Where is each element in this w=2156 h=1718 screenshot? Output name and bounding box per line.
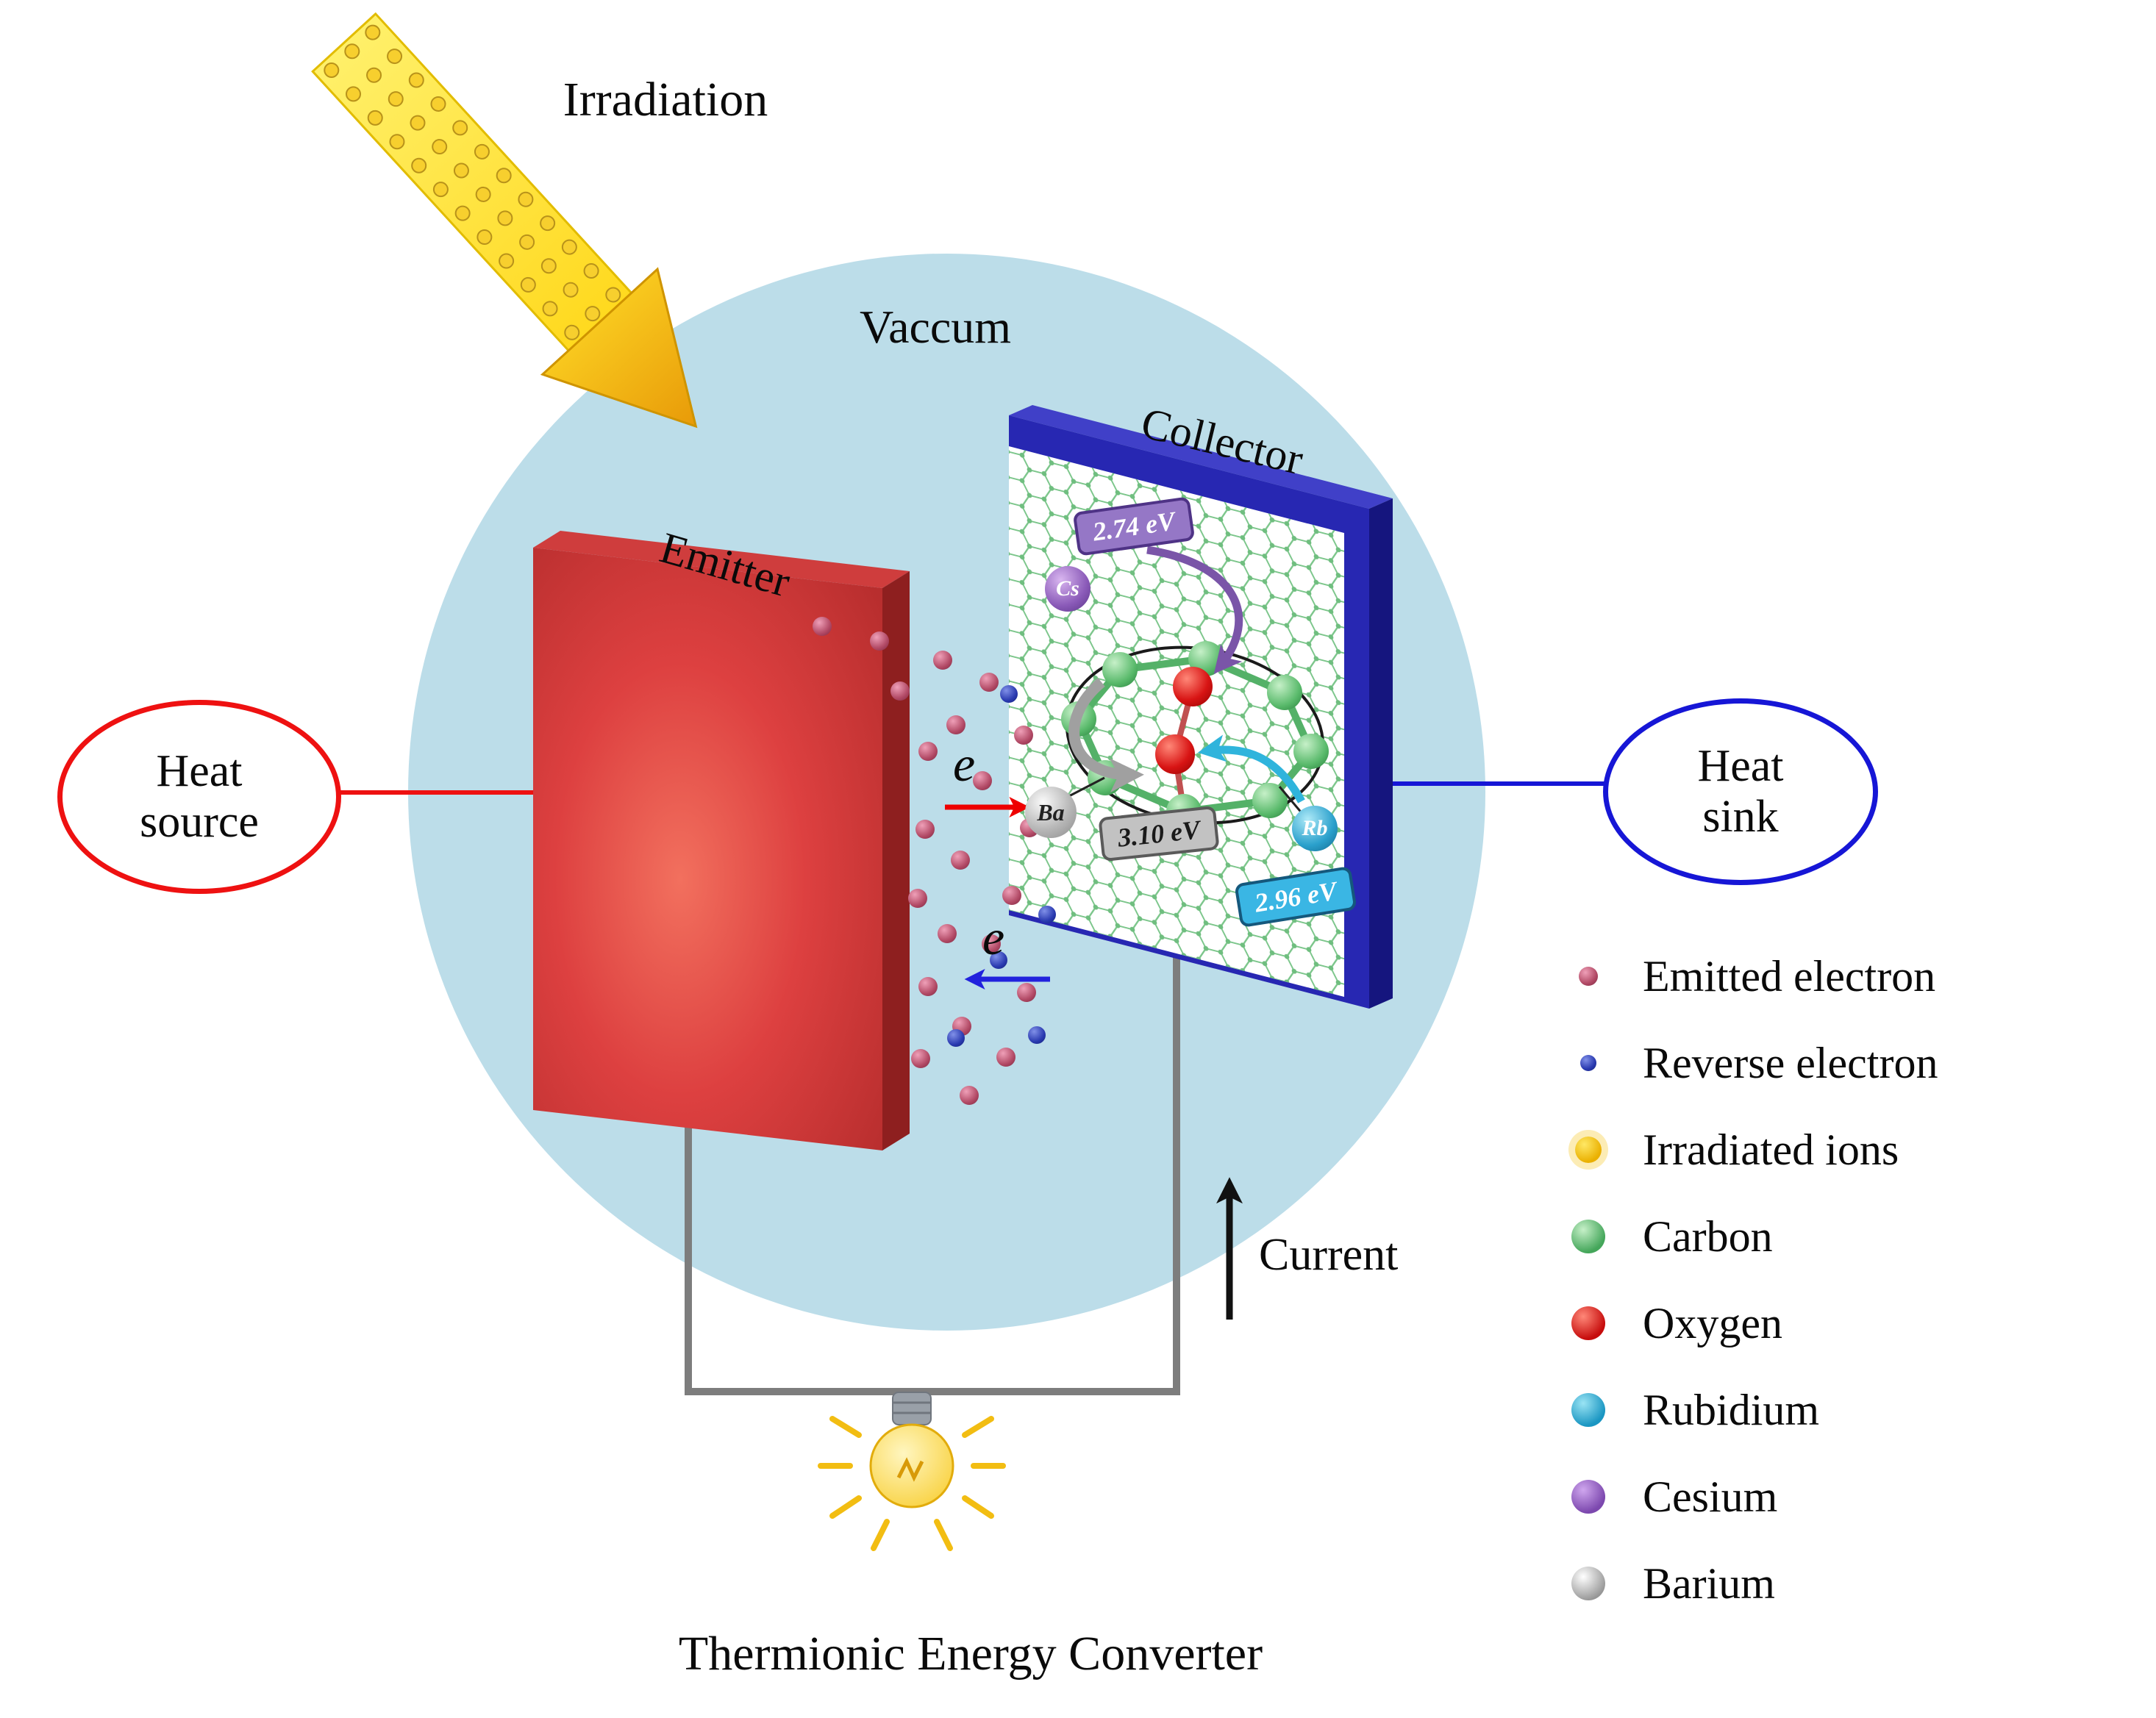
cesium-adsorption-arrow bbox=[1146, 545, 1243, 674]
carbon-atom bbox=[1293, 734, 1329, 769]
oxygen-icon bbox=[1571, 1306, 1605, 1340]
current-label: Current bbox=[1259, 1230, 1399, 1280]
irradiated-ion-dot bbox=[542, 301, 558, 317]
irradiated-ion-dot bbox=[564, 324, 580, 340]
legend-label: Barium bbox=[1643, 1558, 1775, 1608]
legend: Emitted electron Reverse electron Irradi… bbox=[1553, 952, 1938, 1646]
legend-item: Barium bbox=[1553, 1559, 1938, 1608]
legend-label: Rubidium bbox=[1643, 1385, 1820, 1434]
legend-label: Carbon bbox=[1643, 1211, 1773, 1261]
legend-item: Cesium bbox=[1553, 1472, 1938, 1521]
emitter-plate bbox=[533, 531, 910, 1150]
carbon-atom bbox=[1252, 783, 1288, 818]
heat-sink-line1: Heat bbox=[1697, 740, 1784, 791]
irradiated-ion-dot bbox=[563, 282, 579, 298]
barium-atom: Ba bbox=[1025, 787, 1077, 838]
light-bulb-icon bbox=[818, 1392, 1006, 1551]
barium-adsorption-arrow bbox=[1068, 678, 1144, 792]
irradiated-ion-dot bbox=[561, 239, 577, 255]
carbon-atom bbox=[1267, 675, 1302, 710]
irradiated-ion-dot bbox=[346, 86, 362, 102]
heat-source-line1: Heat bbox=[156, 745, 243, 796]
reverse-electron-symbol: e bbox=[982, 909, 1005, 965]
emitted-electron-icon bbox=[1579, 967, 1598, 986]
irradiated-ion-dot bbox=[605, 287, 621, 303]
oxygen-atom bbox=[1155, 734, 1195, 774]
oxygen-atom bbox=[1173, 667, 1213, 706]
legend-label: Irradiated ions bbox=[1643, 1125, 1899, 1174]
irradiated-ion-dot bbox=[452, 120, 468, 136]
irradiated-ion-dot bbox=[499, 253, 515, 269]
carbon-icon bbox=[1571, 1220, 1605, 1253]
irradiation-arrow bbox=[311, 12, 698, 429]
irradiated-ion-dot bbox=[476, 229, 493, 246]
legend-item: Reverse electron bbox=[1553, 1039, 1938, 1087]
legend-item: Oxygen bbox=[1553, 1299, 1938, 1347]
irradiated-ion-dot bbox=[430, 96, 446, 112]
irradiated-ion-dot bbox=[389, 134, 405, 150]
rubidium-atom: Rb bbox=[1292, 806, 1338, 851]
cesium-atom: Cs bbox=[1045, 566, 1091, 612]
legend-label: Cesium bbox=[1643, 1472, 1778, 1521]
irradiated-ion-icon bbox=[1575, 1137, 1602, 1163]
irradiated-ion-dot bbox=[518, 191, 534, 207]
irradiated-ion-dot bbox=[540, 215, 556, 232]
rubidium-adsorption-arrow bbox=[1197, 734, 1305, 803]
irradiated-ion-dot bbox=[497, 210, 513, 226]
irradiated-ion-dot bbox=[520, 276, 536, 293]
irradiated-ion-dot bbox=[387, 49, 403, 65]
heat-sink-ellipse: Heat sink bbox=[1603, 698, 1878, 885]
irradiated-ion-dot bbox=[344, 43, 360, 60]
collector-plate bbox=[1009, 405, 1393, 1009]
heat-source-ellipse: Heat source bbox=[57, 700, 341, 894]
irradiated-ion-dot bbox=[585, 306, 601, 322]
legend-label: Oxygen bbox=[1643, 1298, 1782, 1347]
emitted-electron-symbol: e bbox=[953, 736, 976, 792]
irradiated-ion-dot bbox=[496, 168, 512, 184]
heat-sink-line2: sink bbox=[1702, 792, 1779, 842]
legend-item: Irradiated ions bbox=[1553, 1125, 1938, 1174]
irradiation-label: Irradiation bbox=[563, 73, 768, 126]
carbon-atom bbox=[1102, 652, 1138, 687]
legend-item: Carbon bbox=[1553, 1212, 1938, 1261]
legend-label: Emitted electron bbox=[1643, 951, 1936, 1001]
rubidium-icon bbox=[1571, 1393, 1605, 1427]
irradiated-ion-dot bbox=[432, 139, 448, 155]
irradiated-ion-dot bbox=[324, 62, 340, 78]
legend-item: Rubidium bbox=[1553, 1386, 1938, 1434]
irradiated-ion-dot bbox=[367, 110, 383, 126]
irradiated-ion-dot bbox=[365, 24, 381, 40]
irradiated-ion-dot bbox=[411, 157, 427, 173]
irradiated-ion-dot bbox=[474, 143, 490, 160]
barium-icon bbox=[1571, 1567, 1605, 1600]
diagram-title: Thermionic Energy Converter bbox=[678, 1627, 1263, 1681]
heat-source-line2: source bbox=[140, 797, 259, 847]
irradiated-ion-dot bbox=[583, 263, 599, 279]
irradiated-ion-dot bbox=[410, 115, 426, 131]
circuit-wire bbox=[685, 956, 1180, 1395]
irradiated-ion-dot bbox=[475, 186, 491, 202]
legend-item: Emitted electron bbox=[1553, 952, 1938, 1001]
reverse-electron-icon bbox=[1580, 1055, 1596, 1071]
irradiated-ion-dot bbox=[388, 91, 404, 107]
irradiated-ion-dot bbox=[453, 162, 469, 179]
cesium-icon bbox=[1571, 1480, 1605, 1514]
irradiated-ion-dot bbox=[540, 258, 557, 274]
irradiated-ion-dot bbox=[408, 72, 424, 88]
irradiated-ion-dot bbox=[519, 234, 535, 250]
irradiated-ion-dot bbox=[454, 205, 471, 221]
irradiated-ion-dot bbox=[366, 67, 382, 83]
legend-label: Reverse electron bbox=[1643, 1038, 1938, 1087]
vacuum-label: Vaccum bbox=[859, 301, 1012, 353]
irradiated-ion-dot bbox=[432, 182, 449, 198]
